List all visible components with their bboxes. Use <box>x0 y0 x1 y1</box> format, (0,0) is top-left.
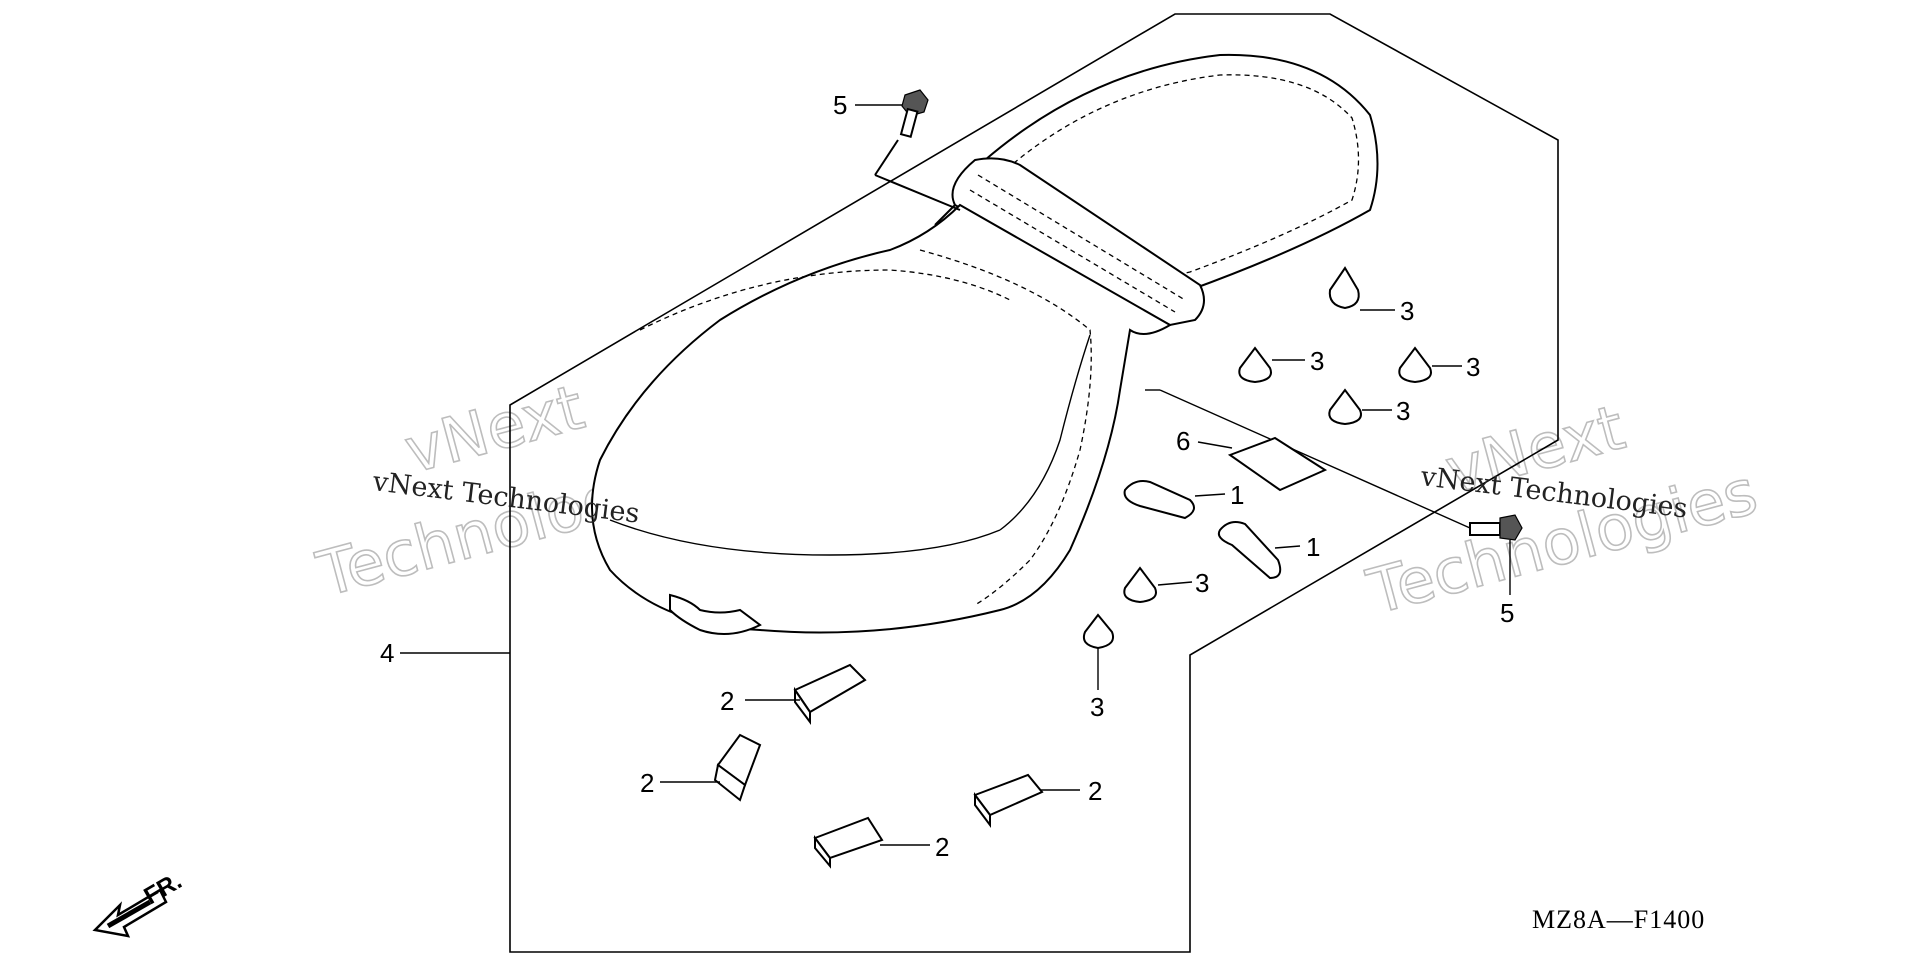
grommet-5 <box>1123 566 1193 604</box>
callout-3-d: 3 <box>1396 396 1410 426</box>
rubber-block-1 <box>745 663 867 725</box>
callout-3-f: 3 <box>1090 692 1104 722</box>
callout-2-d: 2 <box>935 832 949 862</box>
svg-text:vNext: vNext <box>397 370 591 487</box>
callout-3-e: 3 <box>1195 568 1209 598</box>
grommet-3 <box>1398 346 1462 384</box>
parts-boundary-frame <box>509 13 1559 953</box>
front-arrow <box>92 888 168 938</box>
callout-6: 6 <box>1176 426 1190 456</box>
rubber-block-2 <box>660 733 762 802</box>
rubber-strip-a <box>1123 480 1226 520</box>
grommet-1 <box>1328 266 1395 311</box>
watermark-big-right: vNext Technologies <box>1359 390 1765 630</box>
callout-1-b: 1 <box>1306 532 1320 562</box>
bolt-top <box>855 89 961 226</box>
callout-2-c: 2 <box>1088 776 1102 806</box>
callout-2-a: 2 <box>720 686 734 716</box>
grommet-4 <box>1328 388 1392 426</box>
seat-assembly <box>591 53 1379 635</box>
diagram-code: MZ8A—F1400 <box>1532 905 1705 934</box>
bolt-right <box>1145 389 1523 595</box>
callout-3-b: 3 <box>1310 346 1324 376</box>
callout-2-b: 2 <box>640 768 654 798</box>
grommet-6 <box>1082 613 1114 690</box>
callout-4: 4 <box>380 638 394 668</box>
callout-1-a: 1 <box>1230 480 1244 510</box>
rubber-block-3 <box>973 773 1080 828</box>
rubber-block-4 <box>813 816 930 869</box>
callout-5-right: 5 <box>1500 598 1514 628</box>
seat-base-tab <box>669 593 762 635</box>
callout-3-a: 3 <box>1400 296 1414 326</box>
callout-5-top: 5 <box>833 90 847 120</box>
rubber-strip-b <box>1217 521 1301 580</box>
seat-strap <box>951 157 1205 327</box>
grommet-2 <box>1238 346 1305 384</box>
rubber-pad <box>1197 436 1328 492</box>
callout-3-c: 3 <box>1466 352 1480 382</box>
